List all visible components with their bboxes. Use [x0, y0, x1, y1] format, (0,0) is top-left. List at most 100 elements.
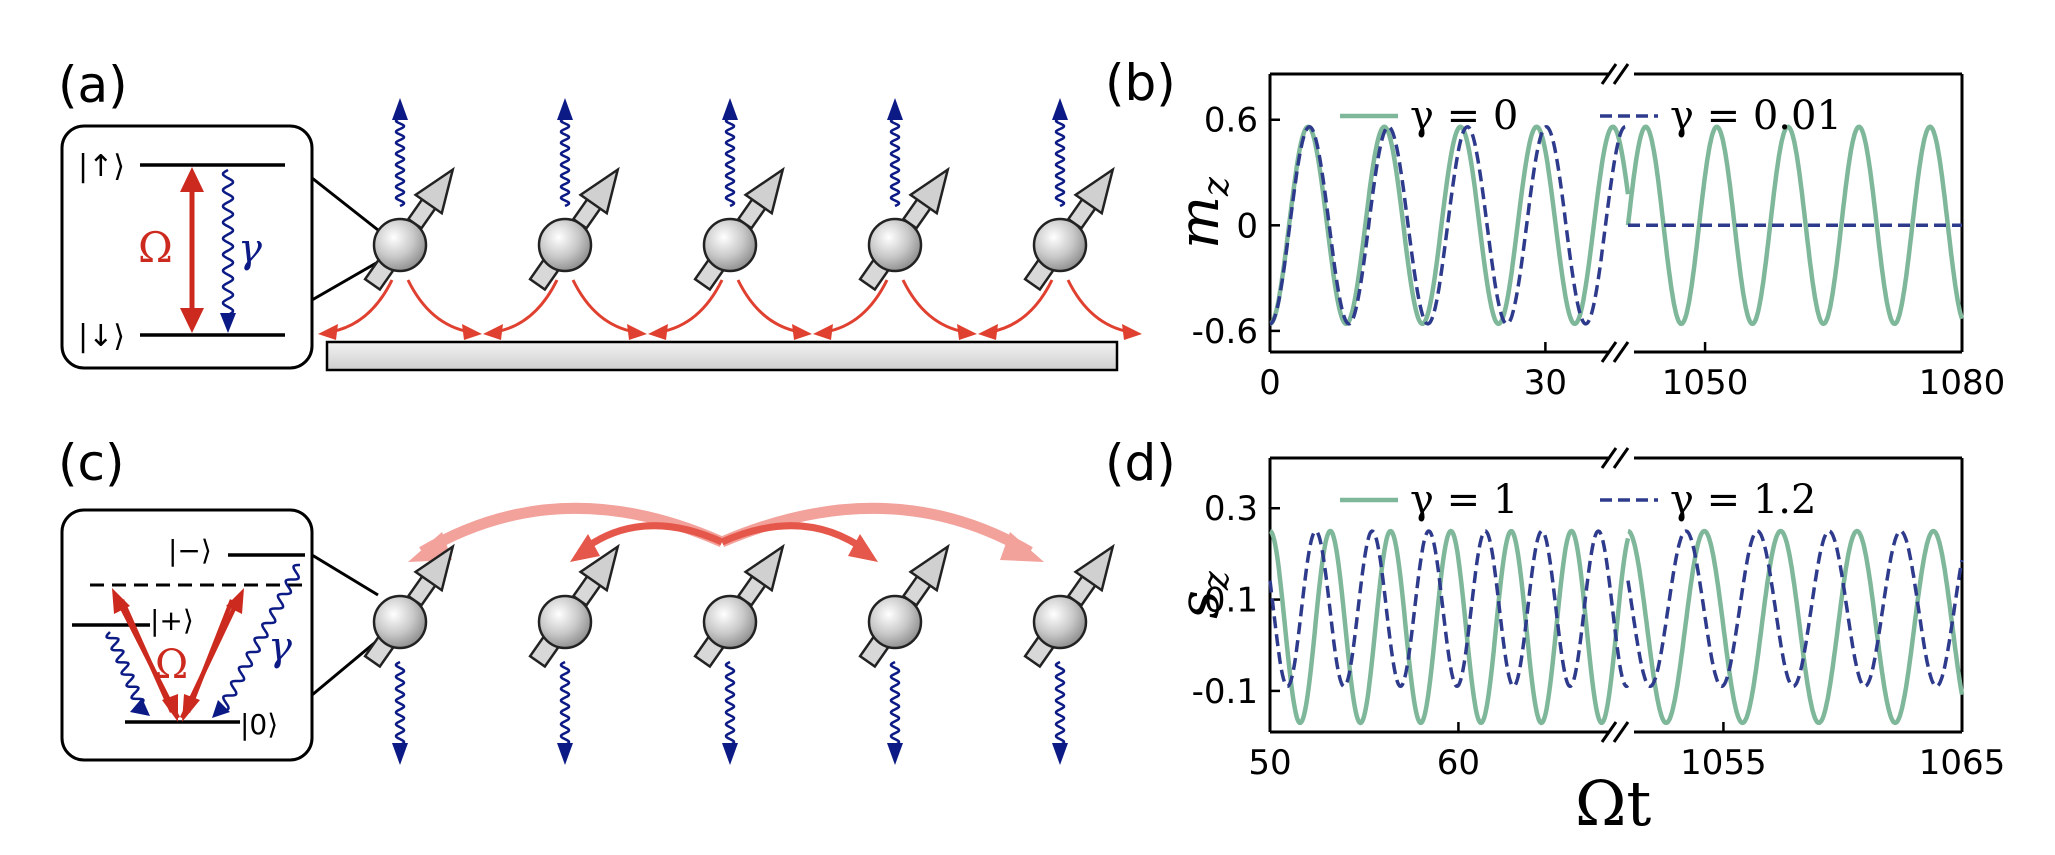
y-axis-label: mz: [1167, 176, 1237, 249]
coupling-left-head-icon: [648, 324, 668, 340]
rabi-arrow-a: [180, 167, 204, 333]
emission-wave-icon: [724, 660, 736, 747]
y-tick-label: 0.6: [1204, 101, 1258, 141]
spin-icon: [1023, 536, 1128, 668]
spin-chain-c: [363, 536, 1128, 765]
emission-arrow-head-icon: [392, 98, 408, 120]
y-tick-label: 0.3: [1204, 489, 1258, 529]
x-tick-label: 60: [1437, 743, 1480, 783]
spin-a-4: [813, 98, 977, 340]
zoom-line-a-bottom: [311, 260, 379, 302]
legend-dashed-label: γ = 0.01: [1670, 93, 1842, 139]
axis-break-mark: [1600, 63, 1618, 85]
spin-a-1: [318, 98, 482, 340]
spin-icon: [693, 159, 798, 291]
x-tick-label: 30: [1524, 363, 1567, 403]
spin-chain-a: [318, 98, 1142, 340]
coupling-right-arrow-icon: [406, 279, 471, 334]
omega-symbol-a: Ω: [138, 223, 173, 272]
panel-b-label: (b): [1105, 54, 1176, 112]
axis-break-mark: [1600, 721, 1618, 743]
panel-a-label: (a): [58, 56, 128, 114]
emission-arrow-head-icon: [887, 743, 903, 765]
spin-c-4: [858, 536, 963, 765]
panel-c: (c) |−⟩ |+⟩ |0⟩ Ω γ: [58, 434, 1128, 765]
zero-state-label: |0⟩: [240, 708, 278, 741]
spin-c-2: [528, 536, 633, 765]
y-tick-label: 0.1: [1204, 581, 1258, 621]
spin-icon: [858, 536, 963, 668]
axis-break-mark: [1612, 63, 1630, 85]
coupling-left-arrow-icon: [494, 279, 559, 334]
emission-arrow-head-icon: [392, 743, 408, 765]
coupling-right-arrow-icon: [571, 279, 636, 334]
coupling-left-arrow-icon: [659, 279, 724, 334]
waveguide-bar: [325, 340, 1119, 372]
spin-c-1: [363, 536, 468, 765]
x-tick-label: 1080: [1919, 363, 2006, 403]
emission-wave-icon: [1054, 660, 1066, 747]
shared-x-axis-label: Ωt: [1575, 767, 1651, 840]
coupling-left-head-icon: [978, 324, 998, 340]
raman-arrows-c: [112, 588, 244, 722]
plus-state-label: |+⟩: [150, 604, 194, 637]
spin-icon: [858, 159, 963, 291]
axis-break-mark: [1612, 341, 1630, 363]
spin-a-5: [978, 98, 1142, 340]
x-tick-label: 1065: [1919, 743, 2006, 783]
emission-wave-icon: [1054, 116, 1066, 208]
spin-icon: [693, 536, 798, 668]
axis-break-mark: [1612, 721, 1630, 743]
coupling-right-head-icon: [627, 324, 647, 340]
series-solid-segment-1: [1269, 124, 1631, 327]
emission-wave-icon: [889, 116, 901, 208]
emission-arrow-head-icon: [1052, 98, 1068, 120]
panel-d-label: (d): [1105, 434, 1176, 492]
coupling-right-arrow-icon: [1066, 279, 1131, 334]
panel-c-label: (c): [58, 434, 125, 492]
zoom-line-c-top: [311, 553, 379, 597]
emission-wave-icon: [394, 660, 406, 747]
coupling-left-arrow-icon: [824, 279, 889, 334]
coupling-right-arrow-icon: [901, 279, 966, 334]
emission-arrow-head-icon: [887, 98, 903, 120]
series-dashed-segment-1: [1268, 529, 1630, 689]
spin-a-3: [648, 98, 812, 340]
y-tick-label: 0: [1236, 206, 1258, 246]
y-axis-label: sz: [1167, 570, 1237, 619]
series-dashed-segment-2: [1626, 529, 1964, 689]
coupling-left-arrow-icon: [329, 279, 394, 334]
series-solid-segment-2: [1625, 124, 1965, 327]
emission-arrow-head-icon: [722, 743, 738, 765]
emission-arrow-head-icon: [1052, 743, 1068, 765]
axis-break-mark: [1612, 447, 1630, 469]
panel-a: (a) |↑⟩ |↓⟩ Ω γ: [58, 56, 1142, 372]
coupling-right-head-icon: [792, 324, 812, 340]
legend-solid-label: γ = 0: [1410, 93, 1518, 139]
series-solid-segment-1: [1269, 528, 1631, 726]
gamma-symbol-c: γ: [268, 624, 292, 670]
spin-c-3: [693, 536, 798, 765]
coupling-right-head-icon: [957, 324, 977, 340]
spin-icon: [528, 159, 633, 291]
level-diagram-box-c: [60, 508, 314, 762]
series-solid-segment-2: [1627, 528, 1965, 726]
axis-break-mark: [1600, 341, 1618, 363]
emission-wave-icon: [724, 116, 736, 208]
legend-solid-label: γ = 1: [1410, 477, 1518, 523]
up-state-label: |↑⟩: [78, 149, 125, 184]
emission-arrow-head-icon: [557, 98, 573, 120]
emission-wave-icon: [889, 660, 901, 747]
x-tick-label: 50: [1248, 743, 1291, 783]
coupling-right-head-icon: [1122, 324, 1142, 340]
spin-c-5: [1023, 536, 1128, 765]
axis-break-mark: [1600, 447, 1618, 469]
decay-arrow-a: [220, 168, 236, 333]
coupling-left-head-icon: [483, 324, 503, 340]
zoom-line-c-bottom: [311, 638, 379, 697]
coupling-right-head-icon: [462, 324, 482, 340]
gamma-symbol-a: γ: [238, 226, 262, 272]
